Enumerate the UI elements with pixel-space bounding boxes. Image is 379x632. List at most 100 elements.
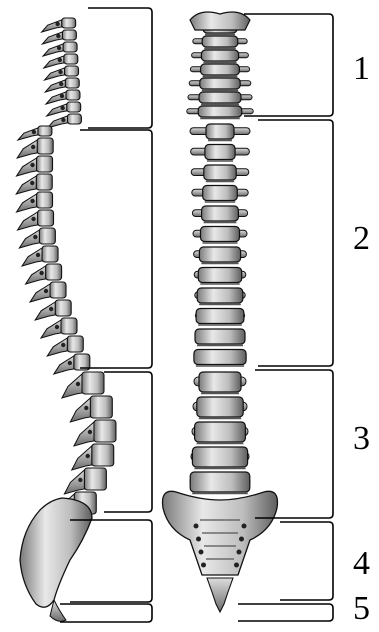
intervertebral-foramen	[60, 94, 64, 98]
lateral-vertebral-body	[38, 210, 54, 226]
spinous-process	[22, 248, 42, 266]
spinous-process	[18, 128, 38, 140]
intervertebral-foramen	[30, 181, 34, 185]
intervertebral-foramen	[55, 22, 59, 26]
spinous-process	[17, 194, 37, 212]
vertebra-lumbar	[190, 472, 250, 492]
lateral-spine-view	[16, 18, 116, 621]
spinous-process	[19, 230, 39, 248]
lateral-vertebral-body	[65, 66, 79, 76]
lateral-vertebral-body	[82, 372, 104, 394]
intervertebral-foramen	[57, 46, 61, 50]
bracket-left-5	[60, 604, 152, 622]
vertebra-lumbar	[199, 372, 241, 392]
vertebra-thoracic	[201, 227, 240, 242]
intervertebral-foramen	[61, 118, 65, 122]
lateral-vertebral-body	[39, 228, 55, 244]
bracket-right-4	[280, 522, 333, 600]
vertebra-thoracic	[198, 268, 241, 283]
vertebra-thoracic	[197, 288, 243, 303]
lateral-vertebral-body	[67, 114, 81, 124]
sacral-foramen	[201, 563, 206, 568]
vertebra-lumbar	[192, 447, 247, 467]
lateral-vertebral-body	[42, 246, 58, 262]
intervertebral-foramen	[60, 106, 64, 110]
intervertebral-foramen	[32, 130, 36, 134]
spinous-process	[74, 422, 94, 446]
vertebra-thoracic	[203, 186, 238, 201]
lateral-vertebral-body	[37, 138, 53, 154]
intervertebral-foramen	[55, 325, 59, 329]
vertebra-thoracic	[195, 329, 245, 344]
region-number-1: 1	[353, 52, 370, 86]
lateral-vertebral-body	[61, 318, 77, 334]
sacral-foramen	[234, 563, 239, 568]
intervertebral-foramen	[61, 343, 65, 347]
lateral-vertebral-body	[65, 78, 79, 88]
spinous-process	[43, 44, 63, 56]
sacral-foramen	[196, 537, 201, 542]
vertebra-cervical	[200, 78, 240, 89]
vertebra-thoracic	[194, 350, 246, 365]
vertebra-cervical	[201, 50, 238, 61]
intervertebral-foramen	[68, 361, 72, 365]
lateral-vertebral-body	[55, 300, 71, 316]
spinous-process	[18, 212, 38, 230]
spinous-process	[17, 140, 37, 158]
intervertebral-foramen	[36, 253, 40, 257]
region-number-4: 4	[353, 547, 370, 581]
spinous-process	[35, 302, 55, 320]
region-number-5: 5	[353, 592, 370, 626]
lateral-vertebral-body	[92, 444, 114, 466]
spinous-process	[70, 398, 90, 422]
bracket-right-5	[238, 604, 333, 621]
intervertebral-foramen	[44, 289, 48, 293]
spinous-process	[26, 266, 46, 284]
lateral-vertebral-body	[64, 54, 78, 64]
coccyx-anterior	[207, 578, 233, 612]
spinous-process	[46, 92, 66, 104]
vertebra-lumbar	[195, 422, 246, 442]
sacral-foramen	[239, 537, 244, 542]
lateral-vertebral-body	[84, 468, 106, 490]
region-number-3: 3	[353, 422, 370, 456]
vertebra-cervical	[201, 64, 240, 75]
spinous-process	[30, 284, 50, 302]
intervertebral-foramen	[30, 199, 34, 203]
vertebra-thoracic	[196, 309, 244, 324]
spinous-process	[72, 446, 92, 470]
intervertebral-foramen	[76, 382, 80, 386]
lateral-vertebral-body	[50, 282, 66, 298]
sacral-foramen	[199, 550, 204, 555]
bracket-left-1	[88, 8, 152, 128]
sacral-foramen	[194, 524, 199, 529]
spinous-process	[45, 80, 65, 92]
spinous-process	[54, 356, 74, 374]
lateral-vertebral-body	[37, 192, 53, 208]
spinous-process	[41, 320, 61, 338]
intervertebral-foramen	[56, 34, 60, 38]
intervertebral-foramen	[31, 145, 35, 149]
lateral-vertebral-body	[67, 102, 81, 112]
intervertebral-foramen	[84, 406, 88, 410]
lateral-vertebral-body	[66, 90, 80, 100]
vertebra-lumbar	[197, 397, 243, 417]
lateral-vertebral-body	[63, 42, 77, 52]
lateral-vertebral-body	[37, 156, 53, 172]
intervertebral-foramen	[33, 235, 37, 239]
spinous-process	[42, 32, 62, 44]
spinous-process	[17, 158, 37, 176]
vertebra-thoracic	[202, 206, 239, 221]
intervertebral-foramen	[58, 58, 62, 62]
intervertebral-foramen	[88, 430, 92, 434]
lateral-vertebral-body	[36, 174, 52, 190]
spinous-process	[62, 374, 82, 398]
intervertebral-foramen	[49, 307, 53, 311]
lateral-vertebral-body	[90, 396, 112, 418]
bracket-left-2	[80, 130, 152, 368]
intervertebral-foramen	[78, 478, 82, 482]
lateral-vertebral-body	[38, 126, 52, 136]
intervertebral-foramen	[58, 70, 62, 74]
sacral-foramen	[242, 524, 247, 529]
intervertebral-foramen	[59, 82, 63, 86]
